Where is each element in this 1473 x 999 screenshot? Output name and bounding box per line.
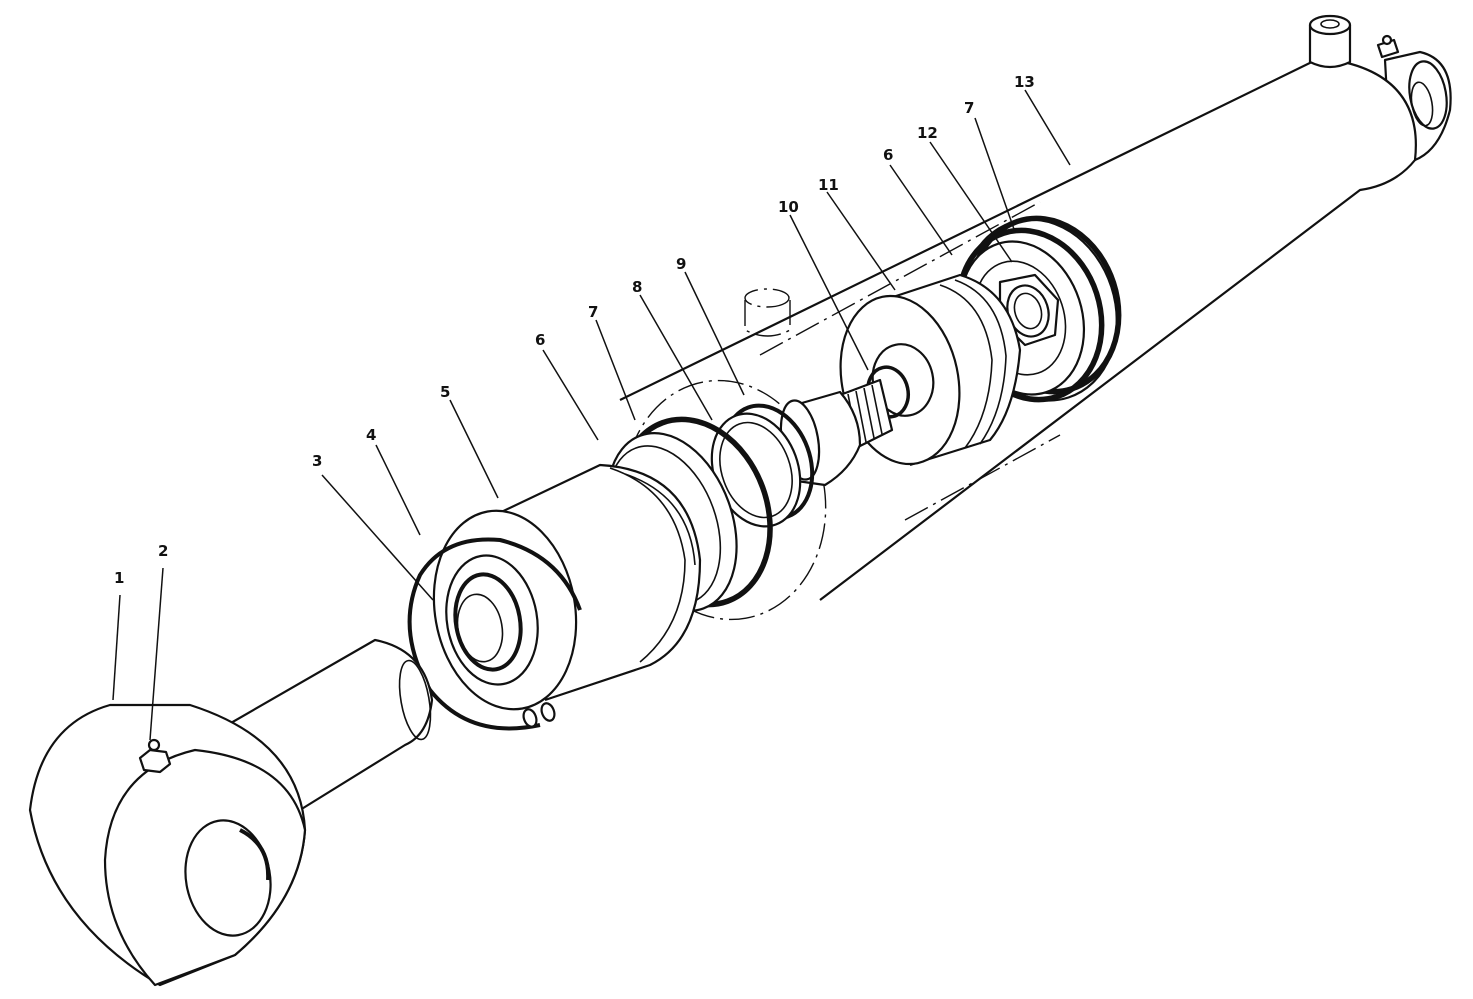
rod-clevis-eye: [28, 703, 307, 987]
callout-1: 1: [114, 569, 124, 587]
leader-9: [684, 271, 745, 396]
callout-13: 13: [1014, 73, 1035, 91]
leader-1: [112, 594, 121, 701]
barrel-grease-fitting: [1376, 34, 1400, 59]
callout-4: 4: [366, 426, 376, 444]
leader-13: [1024, 89, 1071, 166]
callout-2: 2: [158, 542, 168, 560]
leader-6a: [542, 349, 599, 441]
callout-9: 9: [676, 255, 686, 273]
leader-3: [321, 474, 434, 601]
leader-lines: [112, 89, 1071, 741]
leader-6b: [889, 164, 953, 256]
leader-11: [826, 191, 896, 291]
leader-2: [149, 567, 164, 741]
leader-7a: [595, 319, 636, 421]
leader-8: [639, 294, 713, 421]
leader-4: [375, 444, 421, 536]
barrel-port-boss: [1308, 14, 1352, 69]
callout-labels: 1 2 3 4 5 6 7 8 9 10 11 6 12 7 13: [114, 73, 1035, 587]
cylinder-head: [432, 463, 702, 711]
callout-10: 10: [778, 198, 799, 216]
callout-11: 11: [818, 176, 839, 194]
leader-7b: [974, 117, 1016, 233]
leader-10: [789, 214, 869, 371]
callout-12: 12: [917, 124, 938, 142]
callout-8: 8: [632, 278, 642, 296]
wiper-seal: [456, 593, 504, 663]
callout-6a: 6: [535, 331, 545, 349]
callout-7a: 7: [588, 303, 598, 321]
leader-5: [449, 399, 499, 499]
callout-6b: 6: [883, 146, 893, 164]
snap-ring: [407, 537, 582, 731]
barrel-front-port-outline: [744, 288, 791, 337]
leader-12: [929, 141, 1013, 263]
callout-5: 5: [440, 383, 450, 401]
clevis-grease-fitting: [138, 738, 172, 774]
callout-7b: 7: [964, 99, 974, 117]
callout-3: 3: [312, 452, 322, 470]
